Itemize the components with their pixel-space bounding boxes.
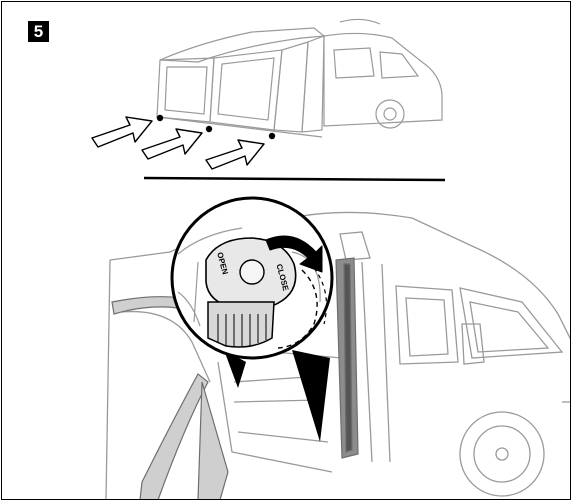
peg-point-1: [156, 114, 164, 122]
push-arrow-icon: [91, 116, 153, 148]
section-divider: [143, 176, 446, 182]
peg-points: [156, 114, 276, 140]
knob-center: [239, 259, 265, 285]
peg-point-3: [268, 132, 276, 140]
awning-tubes: [111, 257, 359, 499]
top-awning-illustration: [156, 18, 443, 138]
push-arrows: [91, 116, 265, 170]
zoom-detail-circle: OPEN CLOSE: [170, 196, 334, 360]
step-number-badge: 5: [28, 21, 49, 42]
push-arrow-icon: [141, 128, 203, 160]
peg-point-2: [205, 125, 213, 133]
clockwise-rotate-arrow-icon: [265, 235, 323, 273]
zoom-pointer: [224, 350, 330, 442]
push-arrow-icon: [205, 139, 265, 170]
